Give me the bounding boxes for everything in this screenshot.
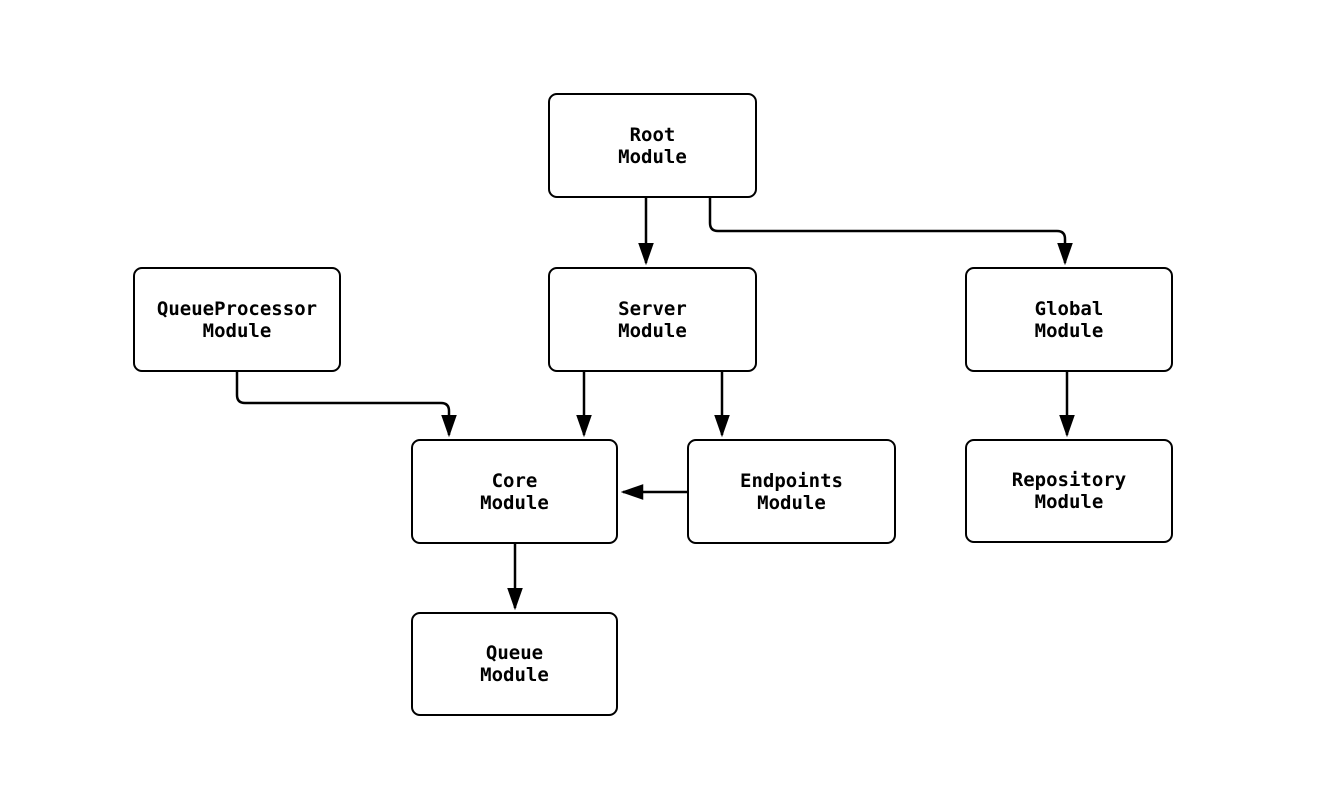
node-queueprocessor-module-label: QueueProcessor Module — [156, 297, 318, 342]
node-server-module: Server Module — [548, 267, 757, 372]
edge-queueprocessor-to-core — [235, 372, 457, 438]
node-endpoints-module-label: Endpoints Module — [740, 469, 843, 514]
node-core-module: Core Module — [411, 439, 618, 544]
node-core-module-label: Core Module — [480, 469, 549, 514]
node-queue-module: Queue Module — [411, 612, 618, 716]
node-global-module: Global Module — [965, 267, 1173, 372]
node-root-module-label: Root Module — [618, 123, 687, 168]
node-global-module-label: Global Module — [1034, 297, 1104, 342]
edge-root-to-global — [708, 198, 1073, 266]
node-repository-module: Repository Module — [965, 439, 1173, 543]
node-server-module-label: Server Module — [618, 297, 687, 342]
node-endpoints-module: Endpoints Module — [687, 439, 896, 544]
node-queueprocessor-module: QueueProcessor Module — [133, 267, 341, 372]
node-queue-module-label: Queue Module — [480, 642, 549, 686]
node-root-module: Root Module — [548, 93, 757, 198]
node-repository-module-label: Repository Module — [1011, 469, 1127, 513]
